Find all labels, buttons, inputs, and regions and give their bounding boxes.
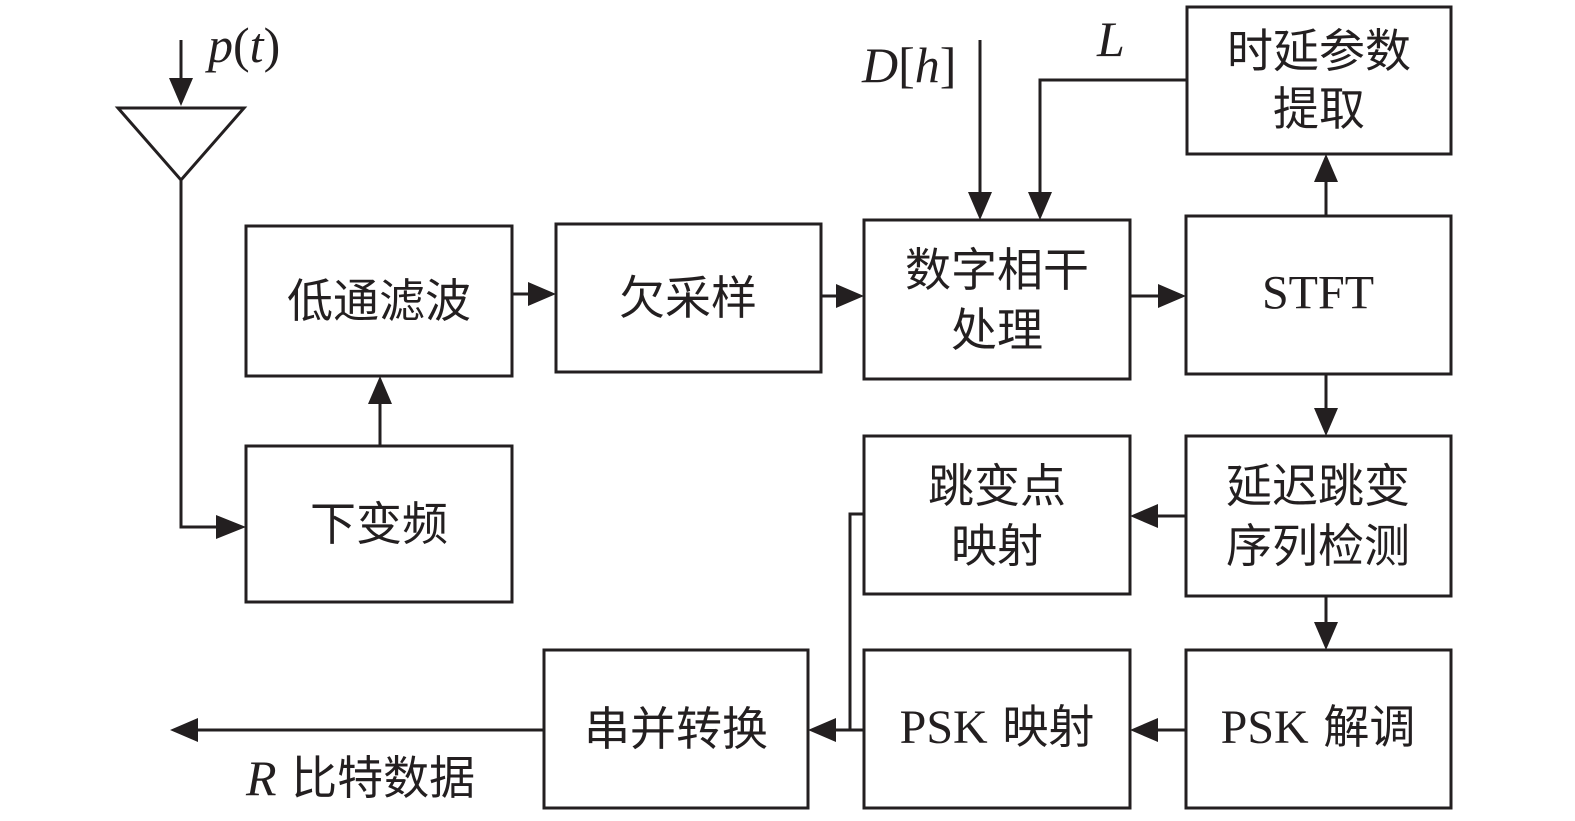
arrow-antenna-to-downconvert	[179, 180, 246, 539]
block-delay-param-line1: 时延参数	[1227, 24, 1411, 78]
block-psk-map: PSK 映射	[862, 648, 1132, 810]
line-hop-map-to-serial-parallel	[848, 512, 864, 730]
arrow-lowpass-to-undersample	[512, 282, 556, 306]
block-hop-map-line1: 跳变点	[928, 459, 1066, 513]
output-bits-label: R 比特数据	[245, 750, 475, 806]
block-psk-map-label: PSK 映射	[900, 700, 1095, 754]
block-psk-demod-label: PSK 解调	[1221, 700, 1416, 754]
arrow-undersample-to-coherent	[821, 284, 864, 308]
block-delay-param-line2: 提取	[1273, 82, 1365, 136]
arrow-stft-to-delay-param	[1314, 154, 1338, 216]
arrow-delay-hop-to-psk-demod	[1314, 596, 1338, 650]
arrow-stft-to-delay-hop	[1314, 374, 1338, 436]
dh-signal-label: D[h]	[861, 37, 956, 93]
block-delay-hop-detect: 延迟跳变 序列检测	[1184, 434, 1453, 598]
block-coherent-processing: 数字相干 处理	[862, 218, 1132, 381]
block-lowpass-filter: 低通滤波	[244, 224, 514, 378]
block-stft: STFT	[1184, 214, 1453, 376]
block-downconvert-label: 下变频	[310, 497, 448, 551]
block-downconvert: 下变频	[244, 444, 514, 604]
block-stft-label: STFT	[1262, 267, 1374, 320]
arrow-l-to-coherent	[1028, 78, 1187, 220]
block-coherent-line2: 处理	[951, 303, 1043, 357]
arrow-downconvert-to-lowpass	[368, 376, 392, 446]
arrow-input-to-antenna	[169, 40, 193, 106]
input-signal-label: p(t)	[205, 17, 280, 73]
block-delay-hop-line1: 延迟跳变	[1226, 459, 1410, 513]
block-serial-parallel-label: 串并转换	[584, 702, 768, 756]
block-hop-point-map: 跳变点 映射	[862, 434, 1132, 596]
block-hop-map-line2: 映射	[951, 519, 1043, 573]
block-serial-parallel: 串并转换	[542, 648, 810, 810]
arrow-coherent-to-stft	[1130, 284, 1186, 308]
block-delay-hop-line2: 序列检测	[1226, 519, 1410, 573]
arrow-psk-map-to-serial-parallel	[808, 718, 864, 742]
arrow-delay-hop-to-hop-map	[1130, 504, 1186, 528]
arrow-psk-demod-to-psk-map	[1130, 718, 1186, 742]
antenna-icon	[114, 106, 248, 183]
block-psk-demod: PSK 解调	[1184, 648, 1453, 810]
arrow-output-bits	[170, 718, 544, 742]
l-signal-label: L	[1096, 11, 1125, 67]
block-coherent-line1: 数字相干	[905, 243, 1089, 297]
block-lowpass-filter-label: 低通滤波	[287, 274, 471, 328]
block-undersample-label: 欠采样	[619, 271, 757, 325]
block-undersample: 欠采样	[554, 222, 823, 374]
block-delay-param-extract: 时延参数 提取	[1185, 5, 1453, 156]
arrow-dh-to-coherent	[968, 40, 992, 220]
